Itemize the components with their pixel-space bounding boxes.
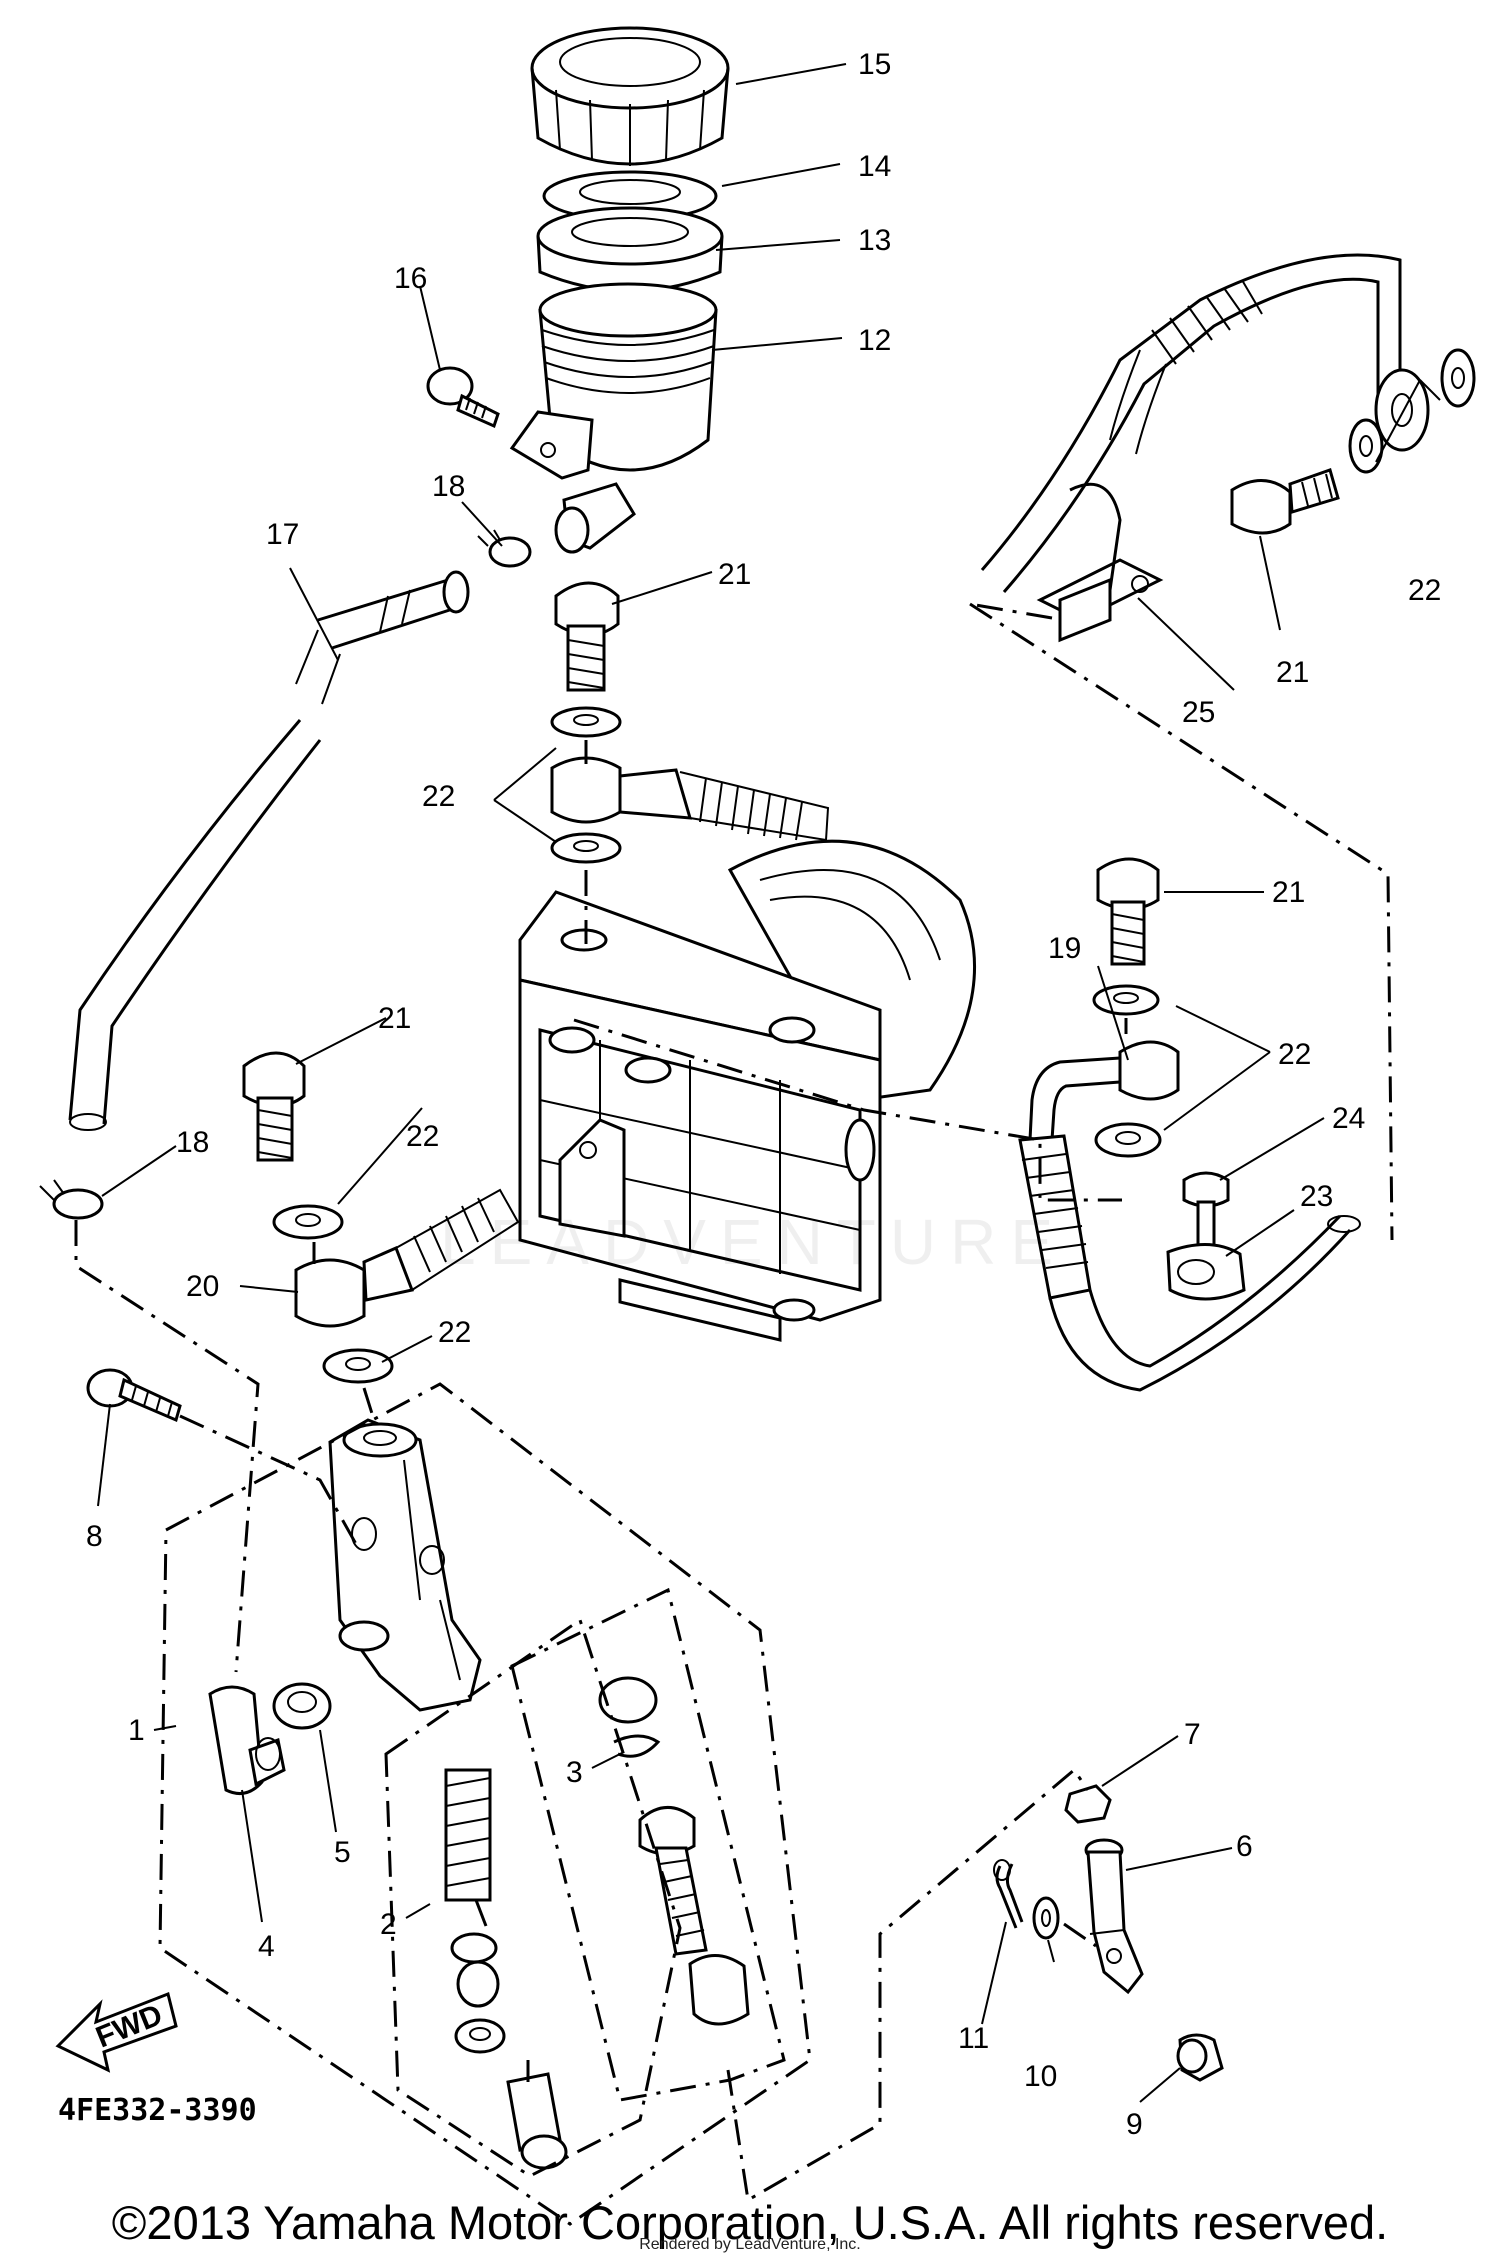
- callout-15: 15: [858, 48, 891, 81]
- reservoir-diaphragm: [536, 206, 724, 293]
- leader-lines: [97, 63, 1441, 2103]
- callout-22-left-2: 22: [438, 1316, 471, 1349]
- callout-22-bracket: 22: [1408, 574, 1441, 607]
- banjo-fitting-upper: [550, 756, 830, 842]
- assembly-outline-3: [510, 1587, 786, 2102]
- brake-hose-upper-right: [980, 253, 1402, 593]
- callout-22-right: 22: [1278, 1038, 1311, 1071]
- washer-bracket-2: [1440, 348, 1476, 408]
- watermark: LEADVENTURE: [440, 1206, 1067, 1278]
- washer-right-2: [1094, 1122, 1162, 1158]
- union-bolt-left: [242, 1051, 306, 1162]
- callout-1: 1: [128, 1714, 145, 1747]
- callout-7: 7: [1184, 1718, 1201, 1751]
- clevis-pin: [1176, 2033, 1224, 2082]
- callout-19: 19: [1048, 932, 1081, 965]
- rendered-by-notice: Rendered by LeadVenture, Inc.: [639, 2236, 861, 2253]
- inlet-hose-joint: [208, 1685, 286, 1796]
- callout-10: 10: [1024, 2060, 1057, 2093]
- tank-screw: [426, 366, 500, 429]
- callout-24: 24: [1332, 1102, 1365, 1135]
- callout-21-bracket: 21: [1276, 656, 1309, 689]
- washer-bracket-1: [1348, 418, 1384, 474]
- connector-lines: [74, 602, 1394, 2203]
- hose-clip-lower: [39, 1179, 104, 1220]
- clamp-bolt: [1182, 1171, 1230, 1250]
- reservoir-diaphragm-plate: [542, 170, 718, 222]
- callout-23: 23: [1300, 1180, 1333, 1213]
- callout-14: 14: [858, 150, 891, 183]
- assembly-outline-1: [158, 1382, 812, 2226]
- inlet-grommet: [272, 1682, 332, 1730]
- banjo-fitting-left: [294, 1188, 520, 1328]
- callout-5: 5: [334, 1836, 351, 1869]
- push-rod: [598, 1676, 750, 2026]
- assembly-outline-2: [384, 1617, 682, 2178]
- washer-upper-1: [550, 706, 622, 738]
- union-bolt-upper: [554, 581, 620, 692]
- callout-6: 6: [1236, 1830, 1253, 1863]
- callout-13: 13: [858, 224, 891, 257]
- callout-25: 25: [1182, 696, 1215, 729]
- locknut: [1064, 1784, 1112, 1824]
- reservoir-cap: [530, 26, 730, 166]
- callout-21-upper: 21: [718, 558, 751, 591]
- callout-21-right: 21: [1272, 876, 1305, 909]
- washer-right-1: [1092, 984, 1160, 1016]
- banjo-fitting-bracket: [1374, 368, 1430, 452]
- part-code: 4FE332-3390: [58, 2093, 257, 2128]
- callout-8: 8: [86, 1520, 103, 1553]
- hydraulic-unit-body: [518, 839, 976, 1342]
- washer-left-1: [272, 1204, 344, 1240]
- callout-17: 17: [266, 518, 299, 551]
- callout-12: 12: [858, 324, 891, 357]
- callout-2: 2: [380, 1908, 397, 1941]
- clevis: [1084, 1838, 1144, 1995]
- hose-bracket: [1036, 482, 1164, 643]
- callout-3: 3: [566, 1756, 583, 1789]
- callout-16: 16: [394, 262, 427, 295]
- hose-clamp: [1166, 1242, 1246, 1301]
- union-bolt-bracket: [1230, 468, 1340, 535]
- callout-18-lower: 18: [176, 1126, 209, 1159]
- mounting-bolt: [86, 1368, 182, 1423]
- fwd-arrow: FWD: [55, 1991, 178, 2073]
- callout-22-left-1: 22: [406, 1120, 439, 1153]
- master-cylinder-body: [328, 1418, 482, 1712]
- hose-clip-upper: [477, 529, 532, 568]
- brake-hose-right: [1018, 1040, 1361, 1392]
- callout-21-left: 21: [378, 1002, 411, 1035]
- cotter-pin: [993, 1859, 1024, 1929]
- union-bolt-right: [1096, 857, 1160, 966]
- piston-kit: [444, 1768, 568, 2170]
- reservoir-tank: [509, 282, 718, 554]
- callout-4: 4: [258, 1930, 275, 1963]
- washer-clevis: [1032, 1896, 1060, 1940]
- callout-20: 20: [186, 1270, 219, 1303]
- circlip: [613, 1734, 661, 1758]
- reservoir-hose: [68, 570, 470, 1131]
- washer-left-2: [322, 1348, 394, 1384]
- copyright-notice: ©2013 Yamaha Motor Corporation, U.S.A. A…: [111, 2196, 1389, 2249]
- callout-11: 11: [958, 2022, 989, 2055]
- callout-9: 9: [1126, 2108, 1143, 2141]
- callout-18-upper: 18: [432, 470, 465, 503]
- washer-upper-2: [550, 832, 622, 864]
- callout-22-upper: 22: [422, 780, 455, 813]
- fwd-label: FWD: [91, 1998, 167, 2054]
